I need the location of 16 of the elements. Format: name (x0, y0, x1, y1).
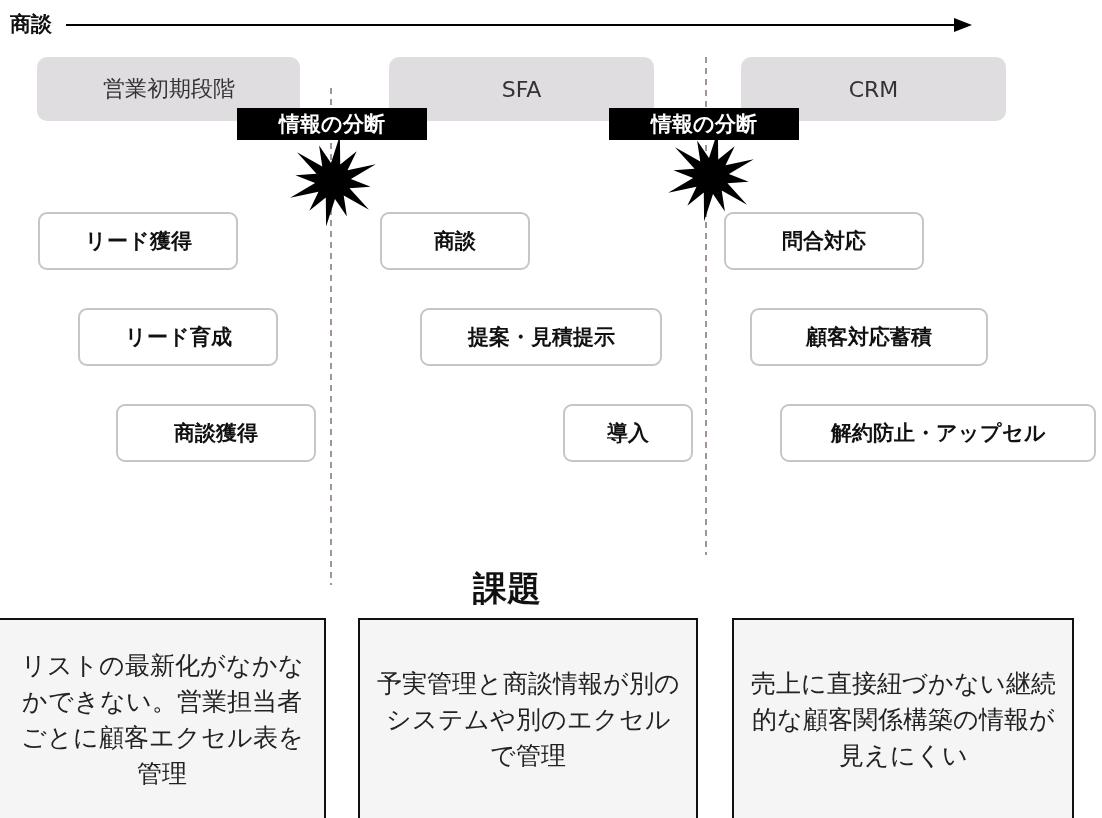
step-box: 商談 (380, 212, 530, 270)
step-box: リード獲得 (38, 212, 238, 270)
step-box: 導入 (563, 404, 693, 462)
issue-box: 売上に直接紐づかない継続的な顧客関係構築の情報が見えにくい (732, 618, 1074, 818)
issue-box: リストの最新化がなかなかできない。営業担当者ごとに顧客エクセル表を管理 (0, 618, 326, 818)
step-box: 問合対応 (724, 212, 924, 270)
issue-box: 予実管理と商談情報が別のシステムや別のエクセルで管理 (358, 618, 698, 818)
step-box: 商談獲得 (116, 404, 316, 462)
step-box: リード育成 (78, 308, 278, 366)
step-box: 顧客対応蓄積 (750, 308, 988, 366)
warning-tag: 情報の分断 (237, 108, 427, 140)
step-box: 提案・見積提示 (420, 308, 662, 366)
step-box: 解約防止・アップセル (780, 404, 1096, 462)
warning-tag: 情報の分断 (609, 108, 799, 140)
timeline-label: 商談 (10, 11, 52, 38)
section-heading: 課題 (473, 567, 541, 610)
